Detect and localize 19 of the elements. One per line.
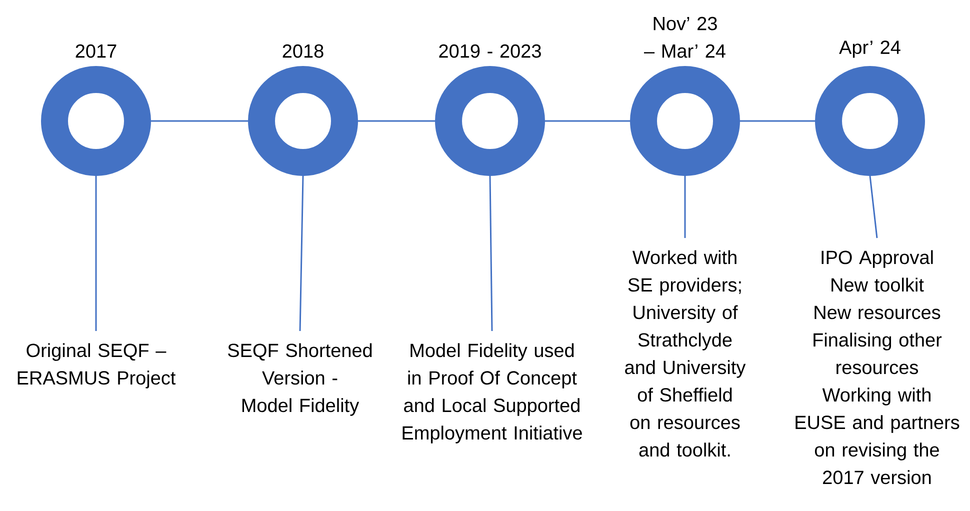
description-text: Model Fidelity used in Proof Of Concept and Local Supported Employment Initiative [402, 343, 582, 444]
description-text: Worked with SE providers; University of Strathclyde and University of Sheffield on resources and toolkit. [625, 250, 746, 457]
year-label: Apr’ 24 [839, 40, 900, 58]
connector-line [740, 120, 815, 122]
year-label: 2019 - 2023 [439, 44, 541, 58]
leader-line [489, 176, 493, 331]
connector-line [151, 120, 248, 122]
description-text: IPO Approval New toolkit New resources Finalising other resources Working with EUSE and partners on revising the 2017 version [796, 250, 960, 484]
description-text: Original SEQF – ERASMUS Project [18, 343, 176, 388]
connector-line [545, 120, 630, 122]
leader-line [95, 176, 97, 331]
year-label: 2017 [76, 44, 116, 58]
year-label: Nov’ 23 – Mar’ 24 [644, 16, 726, 58]
leader-line [299, 176, 304, 331]
year-label: 2018 [282, 44, 324, 58]
description-text: SEQF Shortened Version - Model Fidelity [228, 343, 372, 416]
connector-line [358, 120, 435, 122]
leader-line [869, 176, 878, 238]
leader-line [684, 176, 686, 238]
